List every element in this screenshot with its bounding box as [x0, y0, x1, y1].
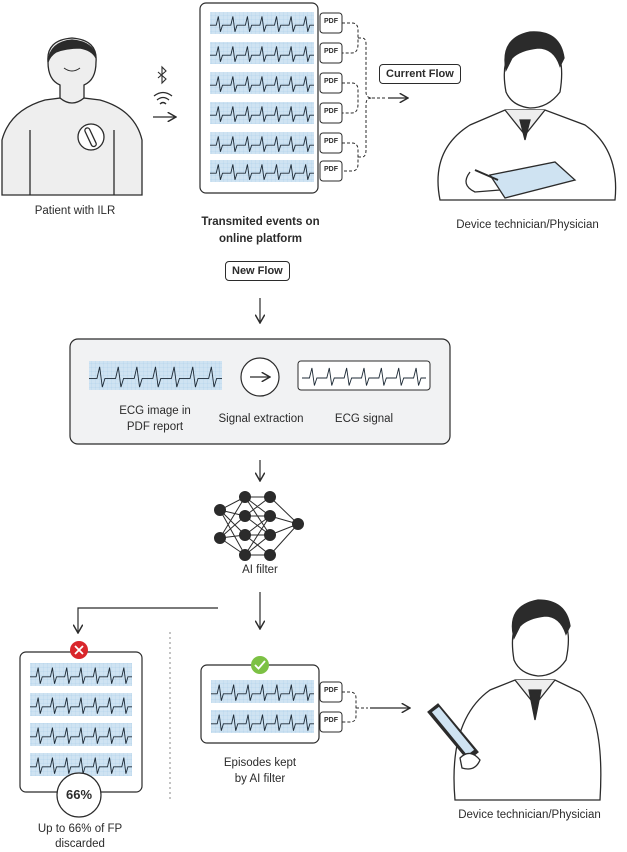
- discard-label-line1: Up to 66% of FP: [37, 823, 123, 835]
- new-flow-badge: New Flow: [225, 261, 290, 281]
- technician-label-top: Device technician/Physician: [456, 219, 599, 231]
- kept-strips: [211, 680, 314, 733]
- pdf-label: PDF: [324, 48, 338, 55]
- pdf-label: PDF: [324, 687, 338, 694]
- pdf-label: PDF: [324, 78, 338, 85]
- event-strips: [210, 12, 314, 182]
- technician-illustration-bottom: [427, 599, 602, 801]
- patient-label: Patient with ILR: [34, 205, 116, 217]
- pdf-label: PDF: [324, 138, 338, 145]
- neural-network-icon: [214, 491, 304, 561]
- technician-illustration-top: [437, 31, 617, 201]
- ecg-signal-strip: [297, 360, 431, 391]
- check-circle-icon: [251, 656, 269, 674]
- ecg-signal-label: ECG signal: [334, 413, 394, 425]
- transmitted-title-line2: online platform: [218, 233, 303, 245]
- pdf-label: PDF: [324, 18, 338, 25]
- current-flow-badge: Current Flow: [379, 64, 461, 84]
- pdf-label: PDF: [324, 717, 338, 724]
- wifi-signal-icon: [153, 91, 173, 105]
- bluetooth-icon: [157, 65, 167, 85]
- transmitted-title-line1: Transmited events on: [201, 216, 320, 228]
- ai-filter-label: AI filter: [242, 564, 278, 576]
- ecg-image-label-line2: PDF report: [126, 421, 184, 433]
- discarded-strips: [30, 663, 132, 776]
- pdf-label: PDF: [324, 166, 338, 173]
- discard-label-line2: discarded: [55, 838, 105, 850]
- signal-extraction-label: Signal extraction: [218, 413, 304, 425]
- ecg-image-strip: [89, 361, 222, 390]
- technician-label-bottom: Device technician/Physician: [458, 809, 601, 821]
- x-circle-icon: [70, 641, 88, 659]
- kept-label-line1: Episodes kept: [223, 757, 297, 769]
- pdf-label: PDF: [324, 108, 338, 115]
- ecg-image-label-line1: ECG image in: [119, 405, 191, 417]
- patient-illustration: [1, 37, 143, 196]
- percent-badge: [56, 772, 102, 818]
- kept-label-line2: by AI filter: [234, 773, 286, 785]
- percent-value: 66%: [65, 787, 93, 802]
